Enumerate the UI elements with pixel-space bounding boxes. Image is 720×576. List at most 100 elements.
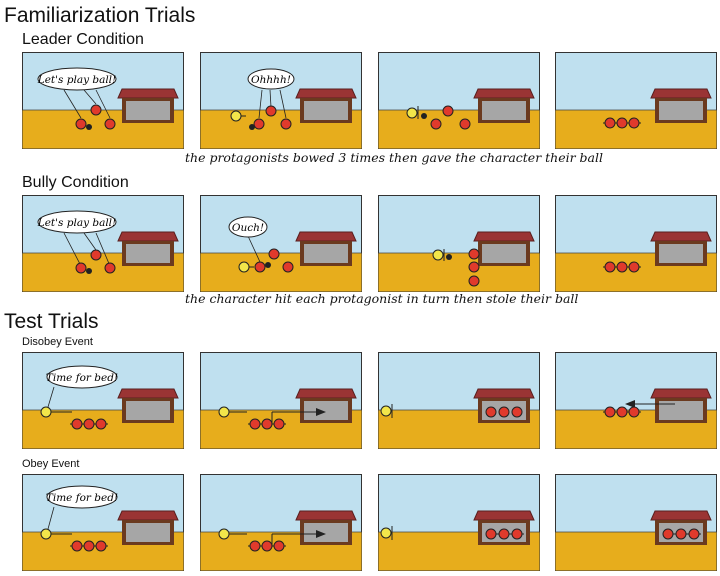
protagonist <box>604 261 616 273</box>
ball <box>446 254 452 260</box>
heading-test-trials: Test Trials <box>4 310 99 333</box>
protagonist <box>604 406 616 418</box>
protagonist <box>265 105 277 117</box>
protagonist <box>498 406 510 418</box>
protagonist <box>468 261 480 273</box>
house <box>473 88 535 123</box>
house <box>117 510 179 545</box>
disobey-panel-4 <box>555 352 717 449</box>
protagonist <box>249 540 261 552</box>
leader-panel-2: Ohhhh! <box>200 52 362 149</box>
speech-bubble <box>247 68 295 90</box>
ball <box>86 124 92 130</box>
arrow-right-icon <box>316 408 326 416</box>
obey-panel-4 <box>555 474 717 571</box>
obey-panel-1: Time for bed! <box>22 474 184 571</box>
house <box>473 388 535 423</box>
protagonist <box>511 406 523 418</box>
protagonist <box>273 418 285 430</box>
protagonist <box>628 117 640 129</box>
house <box>295 88 357 123</box>
leader-panel-1: Let's play ball! <box>22 52 184 149</box>
protagonist <box>83 418 95 430</box>
speech-text: Time for bed! <box>46 372 118 384</box>
bully-panel-2: Ouch! <box>200 195 362 292</box>
protagonist <box>75 118 87 130</box>
character <box>432 249 444 261</box>
protagonist <box>675 528 687 540</box>
speech-text: Let's play ball! <box>37 217 117 229</box>
house <box>473 231 535 266</box>
protagonist <box>71 418 83 430</box>
speech-text: Time for bed! <box>46 492 118 504</box>
character <box>218 528 230 540</box>
house <box>117 231 179 266</box>
protagonist <box>104 262 116 274</box>
speech-bubble <box>46 485 118 509</box>
arrow-right-icon <box>316 530 326 538</box>
speech-text: Ouch! <box>232 222 264 234</box>
bully-panel-4 <box>555 195 717 292</box>
protagonist <box>662 528 674 540</box>
house <box>295 510 357 545</box>
character <box>218 406 230 418</box>
character <box>406 107 418 119</box>
ball <box>86 268 92 274</box>
protagonist <box>268 248 280 260</box>
heading-familiarization: Familiarization Trials <box>4 4 196 27</box>
character <box>380 405 392 417</box>
obey-panel-3 <box>378 474 540 571</box>
ball <box>265 262 271 268</box>
arrow-left-icon <box>625 400 635 408</box>
speech-bubble <box>46 365 118 389</box>
disobey-panel-3 <box>378 352 540 449</box>
character <box>238 261 250 273</box>
leader-panel-4 <box>555 52 717 149</box>
protagonist <box>468 248 480 260</box>
protagonist <box>75 262 87 274</box>
protagonist <box>628 261 640 273</box>
protagonist <box>83 540 95 552</box>
ball <box>249 124 255 130</box>
caption-leader: the protagonists bowed 3 times then gave… <box>185 150 604 165</box>
protagonist <box>95 540 107 552</box>
protagonist <box>511 528 523 540</box>
protagonist <box>261 418 273 430</box>
caption-bully: the character hit each protagonist in tu… <box>185 291 579 306</box>
heading-obey-event: Obey Event <box>22 458 80 470</box>
house <box>295 388 357 423</box>
protagonist <box>459 118 471 130</box>
protagonist <box>249 418 261 430</box>
disobey-panel-1: Time for bed! <box>22 352 184 449</box>
house <box>295 231 357 266</box>
speech-text: Ohhhh! <box>251 74 291 86</box>
protagonist <box>604 117 616 129</box>
protagonist <box>616 261 628 273</box>
speech-bubble <box>228 216 268 238</box>
speech-text: Let's play ball! <box>37 74 117 86</box>
protagonist <box>485 528 497 540</box>
protagonist <box>90 104 102 116</box>
protagonist <box>253 118 265 130</box>
protagonist <box>442 105 454 117</box>
protagonist <box>254 261 266 273</box>
character <box>40 528 52 540</box>
character <box>40 406 52 418</box>
house <box>650 510 712 545</box>
character <box>380 527 392 539</box>
house <box>117 88 179 123</box>
heading-disobey-event: Disobey Event <box>22 336 93 348</box>
house <box>117 388 179 423</box>
bully-panel-3 <box>378 195 540 292</box>
protagonist <box>688 528 700 540</box>
obey-panel-2 <box>200 474 362 571</box>
protagonist <box>616 406 628 418</box>
protagonist <box>498 528 510 540</box>
protagonist <box>104 118 116 130</box>
house <box>650 88 712 123</box>
protagonist <box>261 540 273 552</box>
protagonist <box>282 261 294 273</box>
house <box>650 231 712 266</box>
protagonist <box>430 118 442 130</box>
disobey-panel-2 <box>200 352 362 449</box>
